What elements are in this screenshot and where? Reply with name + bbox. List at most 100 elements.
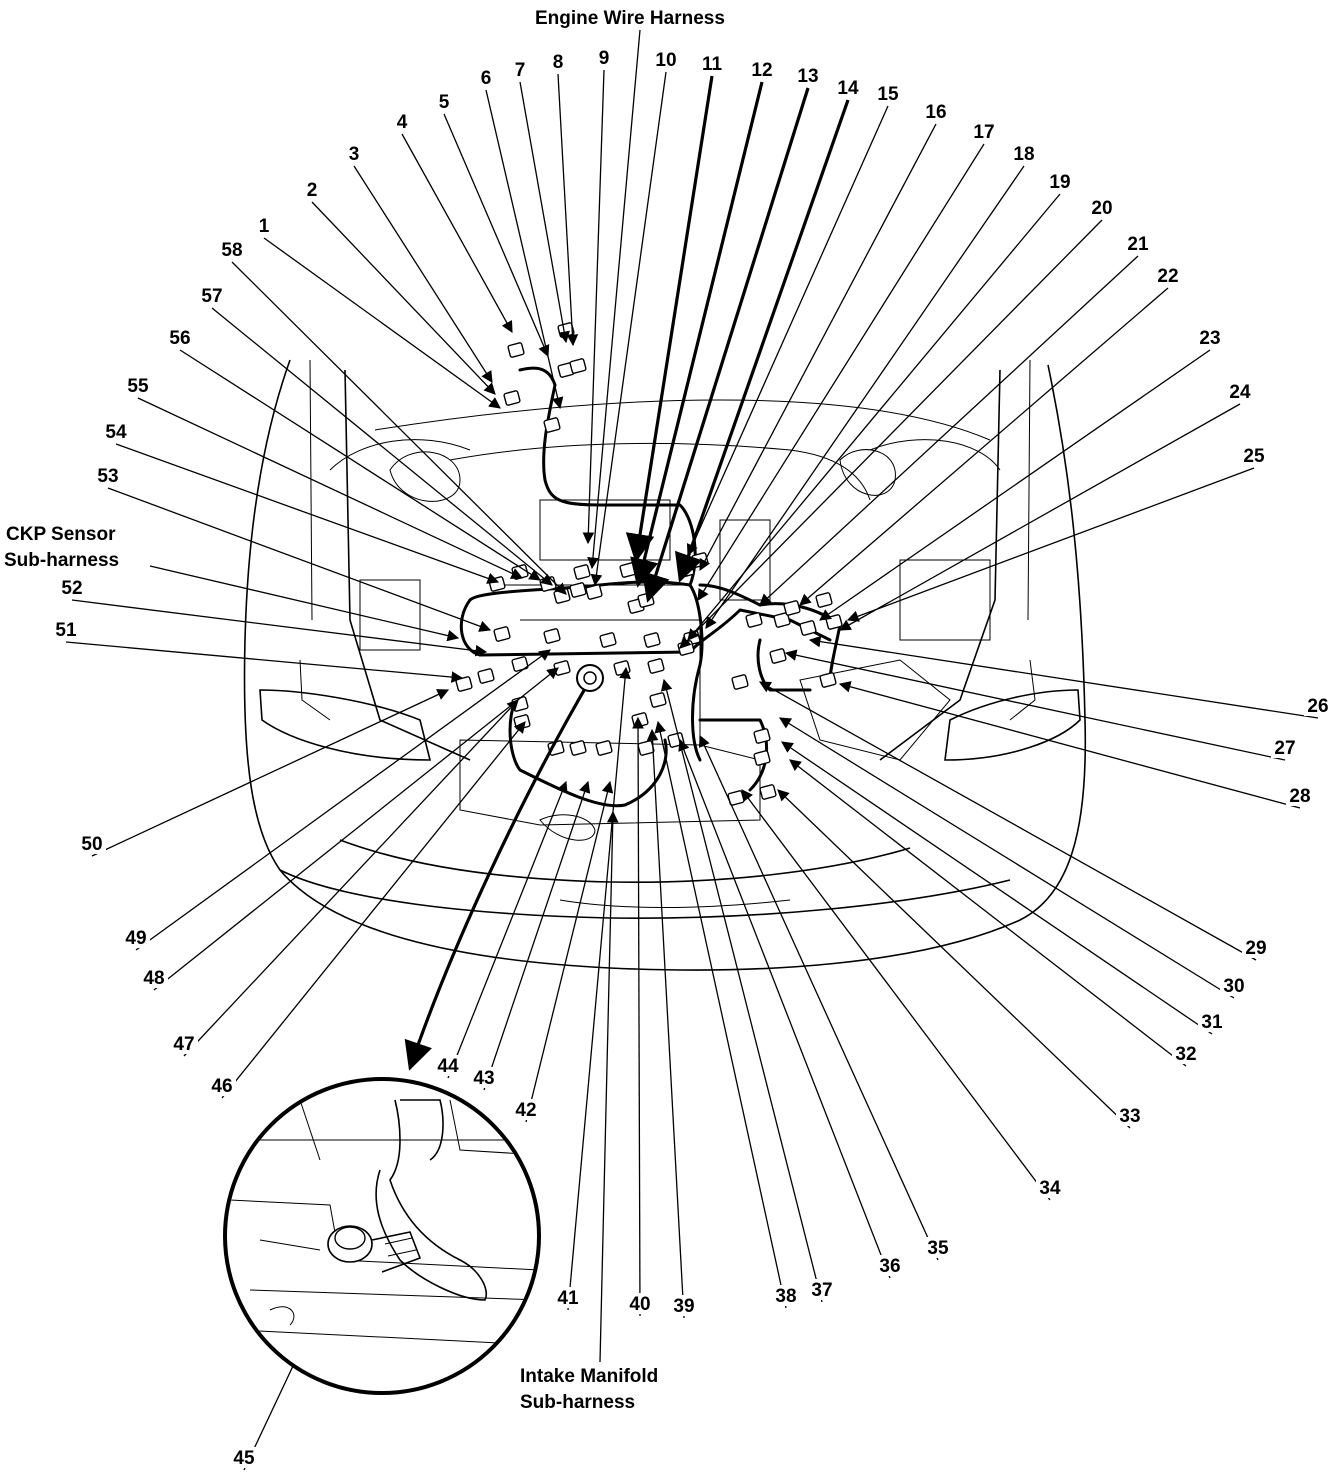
callout-17: 17 [973, 122, 994, 143]
callout-53: 53 [97, 466, 118, 487]
callout-44: 44 [437, 1056, 459, 1077]
connector-glyph [799, 620, 817, 636]
callout-52: 52 [61, 578, 82, 599]
callout-28: 28 [1289, 786, 1310, 807]
leader-line-38 [654, 720, 787, 1309]
leader-line-51 [65, 641, 464, 683]
callout-bg-45 [230, 1447, 258, 1468]
callout-bg-14 [834, 77, 862, 98]
leader-line-35 [699, 734, 939, 1261]
leader-line-37 [660, 678, 823, 1303]
callout-bg-40 [626, 1293, 654, 1314]
callout-bg-41 [554, 1287, 582, 1308]
callout-32: 32 [1175, 1044, 1196, 1065]
leader-line-49 [135, 649, 551, 951]
connector-glyph [543, 417, 561, 433]
callout-bg-11 [698, 53, 726, 74]
leader-line-42 [525, 780, 614, 1123]
connector-glyph [643, 632, 661, 648]
callout-bg-24 [1226, 381, 1254, 402]
leader-line-1 [263, 237, 501, 409]
callout-33: 33 [1119, 1106, 1140, 1127]
leader-line-29 [758, 681, 1257, 961]
callout-27: 27 [1274, 738, 1295, 759]
leader-line-10 [590, 71, 667, 587]
callout-bg-49 [122, 927, 150, 948]
callout-6: 6 [481, 68, 492, 89]
connector-glyph [637, 740, 655, 756]
connector-glyph [759, 784, 777, 800]
callout-bg-8 [549, 51, 567, 72]
connector-glyph [815, 592, 833, 608]
connector-glyph [569, 740, 587, 756]
callout-bg-42 [512, 1099, 540, 1120]
callout-bg-13 [794, 65, 822, 86]
callout-bg-43 [470, 1067, 498, 1088]
connector-glyph [503, 390, 521, 406]
callout-41: 41 [557, 1288, 579, 1309]
callout-29: 29 [1245, 938, 1266, 959]
connector-glyph [619, 562, 637, 578]
leader-line-56 [179, 349, 541, 581]
connector-glyph [631, 712, 649, 728]
connector-glyph [731, 674, 749, 690]
leader-line-54 [115, 443, 500, 584]
connector-glyph [769, 648, 787, 664]
callout-40: 40 [629, 1294, 650, 1315]
callout-30: 30 [1223, 976, 1244, 997]
callout-49: 49 [125, 928, 146, 949]
callout-34: 34 [1039, 1178, 1061, 1199]
leader-line-4 [401, 133, 513, 334]
callout-46: 46 [211, 1076, 232, 1097]
connector-glyph [569, 582, 587, 598]
leader-line-40 [632, 716, 644, 1317]
leader-line-27 [784, 649, 1286, 761]
callout-4: 4 [397, 112, 408, 133]
leader-line-26 [808, 635, 1319, 719]
callout-15: 15 [877, 84, 899, 105]
callout-23: 23 [1199, 328, 1220, 349]
leader-line-50 [91, 689, 450, 857]
callout-bg-54 [102, 421, 130, 442]
connector-glyph [613, 660, 631, 676]
callout-bg-25 [1240, 445, 1268, 466]
callout-bg-28 [1286, 785, 1314, 806]
callout-21: 21 [1127, 234, 1149, 255]
callout-bg-16 [922, 101, 950, 122]
connector-glyph [649, 692, 667, 708]
connectors [455, 322, 843, 806]
connector-glyph [637, 592, 655, 608]
callout-bg-7 [511, 59, 529, 80]
leader-line-48 [153, 667, 559, 991]
callout-bg-27 [1271, 737, 1299, 758]
callout-bg-51 [52, 619, 80, 640]
callout-16: 16 [925, 102, 946, 123]
callout-bg-39 [670, 1295, 698, 1316]
callout-18: 18 [1013, 144, 1034, 165]
callout-bg-12 [748, 59, 776, 80]
intake-manifold-caption-line2: Sub-harness [520, 1392, 635, 1413]
callout-bg-1 [255, 215, 273, 236]
callout-56: 56 [169, 328, 190, 349]
callout-13: 13 [797, 66, 818, 87]
callout-14: 14 [837, 78, 859, 99]
callout-bg-56 [166, 327, 194, 348]
callout-31: 31 [1201, 1012, 1223, 1033]
callout-35: 35 [927, 1238, 949, 1259]
callout-10: 10 [655, 50, 676, 71]
leader-line-46 [221, 721, 526, 1099]
leader-line-22 [799, 287, 1169, 606]
connector-glyph [553, 660, 571, 676]
callout-55: 55 [127, 376, 149, 397]
leader-line-53 [107, 487, 492, 632]
leader-line-13 [641, 87, 810, 603]
callout-bg-58 [218, 239, 246, 260]
leader-line-25 [846, 467, 1255, 622]
callout-bg-4 [393, 111, 411, 132]
leader-line-28 [838, 681, 1301, 809]
callout-bg-22 [1154, 265, 1182, 286]
leader-line-20 [679, 219, 1103, 649]
